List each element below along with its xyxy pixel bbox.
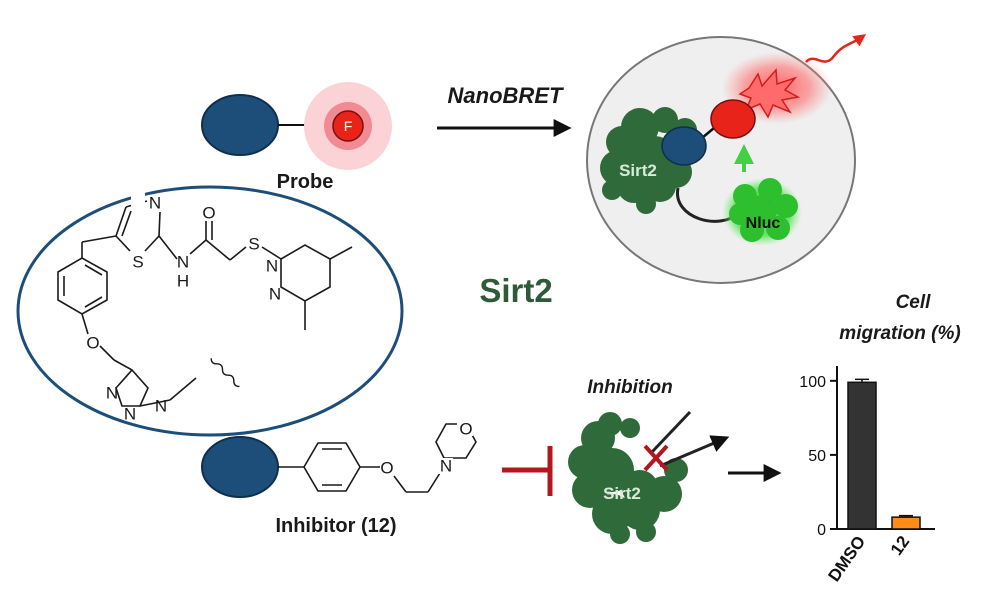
sirt2-inhibited-label: Sirt2: [603, 484, 641, 503]
inhibitor-label: Inhibitor (12): [275, 515, 396, 537]
y-tick-label: 0: [817, 522, 826, 539]
nluc-label: Nluc: [746, 215, 781, 232]
atom-label: N: [124, 405, 136, 424]
y-tick-label: 100: [799, 374, 826, 391]
inhibition-label: Inhibition: [587, 377, 672, 398]
blocked-interaction-arrow: [659, 435, 730, 468]
sirt2-binding-pocket: [635, 441, 665, 471]
atom-label: O: [459, 420, 472, 439]
chart-title-line1: Cell: [896, 292, 932, 313]
cell-probe-fluor: [710, 99, 756, 139]
atom-label: S: [248, 235, 259, 254]
probe-ligand-ellipse: [201, 94, 279, 156]
probe-atom-labels: S N O N H S N N O N N N: [86, 191, 281, 424]
blocked-interaction-line: [650, 410, 692, 454]
atom-label: S: [132, 253, 143, 272]
o-mask: [457, 420, 473, 436]
n-mask: [437, 458, 453, 474]
atom-label: H: [177, 272, 189, 291]
bar-dmso: [847, 381, 877, 530]
atom-label: O: [380, 459, 393, 478]
y-tick-label: 50: [808, 448, 826, 465]
atom-label: N: [177, 253, 189, 272]
x-tick-label: DMSO: [824, 532, 869, 585]
structure-frame: [16, 185, 404, 437]
inhibition-tbar: [502, 446, 553, 496]
cell-probe-linker: [701, 127, 715, 139]
probe-label: Probe: [277, 171, 334, 193]
inhibitor-ligand-ellipse: [201, 436, 279, 498]
nanobret-arrow-group: NanoBRET: [437, 83, 572, 137]
probe-bonds: [57, 200, 353, 407]
bar-12: [891, 516, 921, 530]
atom-label: N: [269, 285, 281, 304]
blocked-x-icon: [643, 444, 669, 472]
inhibitor-bonds: [278, 423, 477, 493]
atom-label: N: [440, 457, 452, 476]
probe-fluor-label: F: [344, 118, 353, 134]
chart-title-line2: migration (%): [839, 323, 960, 344]
atom-label: N: [266, 257, 278, 276]
inhibitor-group: O O N Inhibitor (12): [201, 420, 477, 537]
atom-label: O: [86, 334, 99, 353]
sirt2-title: Sirt2: [479, 272, 552, 309]
inhibited-sirt2-group: Inhibition Sirt2: [568, 377, 730, 544]
cell-probe-ligand: [661, 126, 707, 166]
probe-fluor-core: [332, 110, 364, 142]
atom-label: N: [149, 194, 161, 213]
truncation-wavy-line: [210, 358, 240, 388]
probe-structure: S N O N H S N N O N N N: [16, 185, 404, 437]
probe-group: F Probe: [201, 82, 392, 193]
nluc-protein: [722, 178, 802, 246]
x-tick-label: 12: [887, 532, 913, 558]
sirt2-cell-label: Sirt2: [619, 161, 657, 180]
nanobret-label: NanoBRET: [448, 83, 564, 108]
atom-label: N: [106, 384, 118, 403]
emission-wave-arrow: [805, 34, 867, 63]
atom-label: O: [202, 204, 215, 223]
sirt2-protein-inhibited: [568, 412, 688, 544]
cell-group: Sirt2 Nluc: [586, 34, 867, 284]
atom-label: N: [155, 397, 167, 416]
